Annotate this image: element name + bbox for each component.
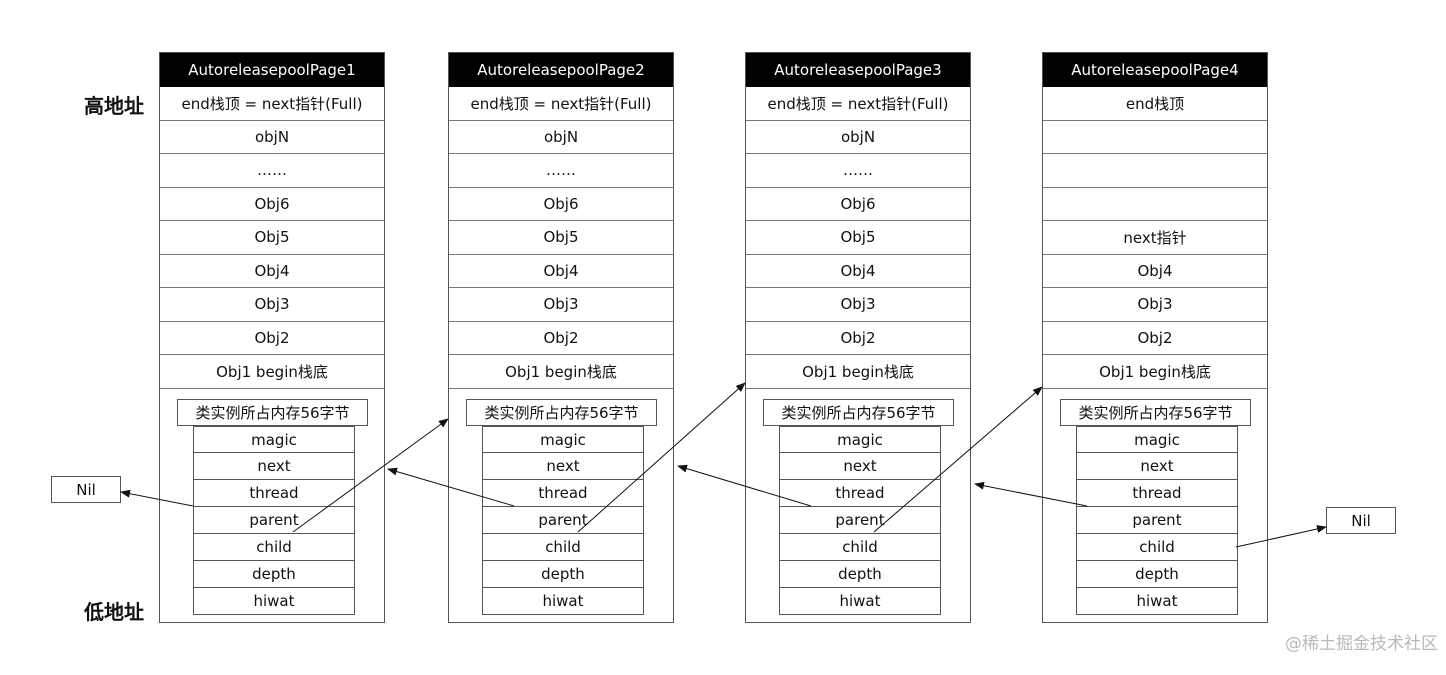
nil-box-right: Nil [1326,507,1396,534]
stack-slot: Obj1 begin栈底 [746,355,970,389]
page-fields: magic next thread parent child depth hiw… [1076,426,1238,615]
stack-slot: Obj5 [746,221,970,255]
stack-slot: objN [160,121,384,154]
struct-size-label: 类实例所占内存56字节 [1060,399,1251,426]
autoreleasepool-page-3: AutoreleasepoolPage3 end栈顶 = next指针(Full… [745,52,971,623]
field-hiwat: hiwat [194,588,354,615]
struct-size-label: 类实例所占内存56字节 [466,399,657,426]
stack-slot: Obj4 [1043,255,1267,288]
watermark: @稀土掘金技术社区 [1285,634,1438,654]
field-thread: thread [194,480,354,507]
page-title: AutoreleasepoolPage3 [746,53,970,87]
autoreleasepool-page-4: AutoreleasepoolPage4 end栈顶 next指针 Obj4 O… [1042,52,1268,623]
stack-slot: Obj2 [449,322,673,355]
stack-slot: …… [449,154,673,188]
stack-slot: end栈顶 = next指针(Full) [449,87,673,121]
stack-slot: Obj4 [449,255,673,288]
page-fields: magic next thread parent child depth hiw… [482,426,644,615]
page-title: AutoreleasepoolPage1 [160,53,384,87]
struct-size-label: 类实例所占内存56字节 [763,399,954,426]
stack-slot: Obj3 [449,288,673,322]
stack-slot: Obj1 begin栈底 [449,355,673,389]
stack-slot [1043,188,1267,221]
stack-slot: Obj2 [160,322,384,355]
stack-slot: Obj5 [160,221,384,255]
field-depth: depth [1077,561,1237,588]
field-child: child [1077,534,1237,561]
stack-slot: Obj3 [746,288,970,322]
stack-slot: Obj6 [746,188,970,221]
field-next: next [483,453,643,480]
stack-slot: Obj6 [160,188,384,221]
autoreleasepool-page-1: AutoreleasepoolPage1 end栈顶 = next指针(Full… [159,52,385,623]
field-child: child [194,534,354,561]
field-hiwat: hiwat [1077,588,1237,615]
stack-slot: Obj5 [449,221,673,255]
stack-slot: Obj1 begin栈底 [160,355,384,389]
stack-slot: Obj2 [746,322,970,355]
field-thread: thread [1077,480,1237,507]
stack-slot: end栈顶 [1043,87,1267,121]
stack-slot: Obj1 begin栈底 [1043,355,1267,389]
stack-slot: end栈顶 = next指针(Full) [746,87,970,121]
page-fields: magic next thread parent child depth hiw… [779,426,941,615]
nil-box-left: Nil [51,476,121,503]
field-depth: depth [483,561,643,588]
field-magic: magic [194,426,354,453]
field-depth: depth [780,561,940,588]
stack-slot: …… [160,154,384,188]
field-magic: magic [1077,426,1237,453]
autoreleasepool-page-2: AutoreleasepoolPage2 end栈顶 = next指针(Full… [448,52,674,623]
field-parent: parent [194,507,354,534]
field-magic: magic [780,426,940,453]
stack-slot: end栈顶 = next指针(Full) [160,87,384,121]
stack-slot: next指针 [1043,221,1267,255]
stack-slot: Obj3 [1043,288,1267,322]
stack-slot: Obj2 [1043,322,1267,355]
field-next: next [194,453,354,480]
field-next: next [780,453,940,480]
field-parent: parent [780,507,940,534]
field-parent: parent [1077,507,1237,534]
field-magic: magic [483,426,643,453]
struct-size-label: 类实例所占内存56字节 [177,399,368,426]
high-address-label: 高地址 [84,94,144,118]
stack-slot: Obj4 [160,255,384,288]
stack-slot: Obj4 [746,255,970,288]
field-thread: thread [483,480,643,507]
field-parent: parent [483,507,643,534]
field-next: next [1077,453,1237,480]
field-hiwat: hiwat [483,588,643,615]
stack-slot: objN [449,121,673,154]
field-child: child [780,534,940,561]
stack-slot: Obj3 [160,288,384,322]
page-title: AutoreleasepoolPage2 [449,53,673,87]
field-depth: depth [194,561,354,588]
field-hiwat: hiwat [780,588,940,615]
page-title: AutoreleasepoolPage4 [1043,53,1267,87]
stack-slot: objN [746,121,970,154]
stack-slot: …… [746,154,970,188]
field-thread: thread [780,480,940,507]
stack-slot: Obj6 [449,188,673,221]
page-fields: magic next thread parent child depth hiw… [193,426,355,615]
field-child: child [483,534,643,561]
low-address-label: 低地址 [84,600,144,624]
stack-slot [1043,154,1267,188]
stack-slot [1043,121,1267,154]
